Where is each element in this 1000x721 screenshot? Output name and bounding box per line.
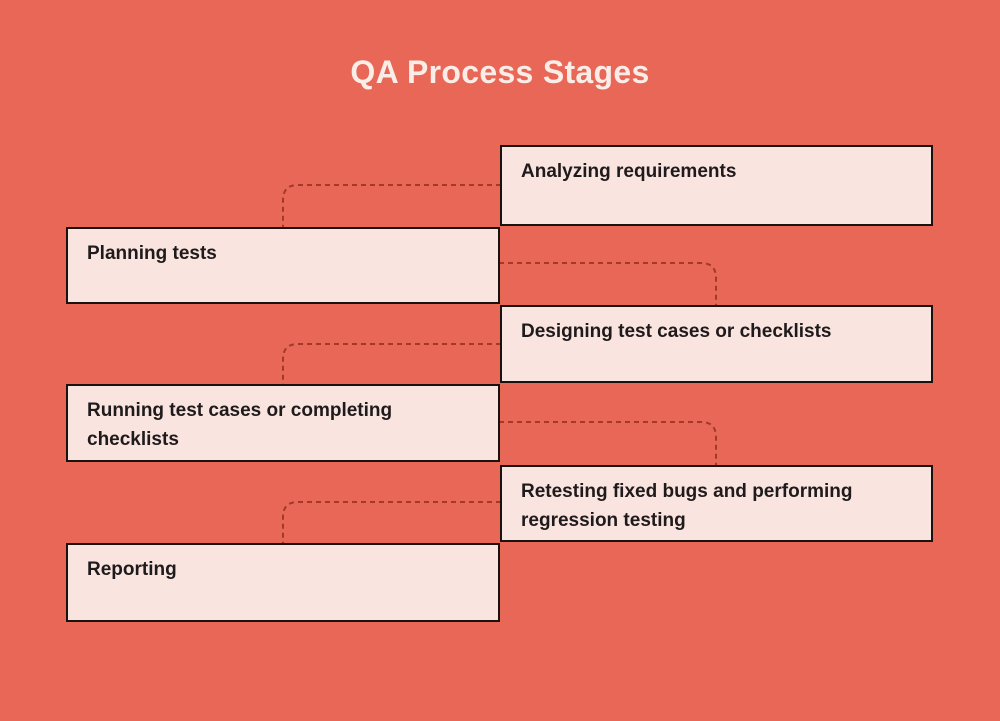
stage-box-designing-test-cases: Designing test cases or checklists [500,305,933,383]
stage-label: Designing test cases or checklists [521,321,832,342]
stage-box-retesting-fixed-bugs: Retesting fixed bugs and performing regr… [500,465,933,542]
connector-retesting-to-reporting [282,501,501,543]
stage-box-running-test-cases: Running test cases or completing checkli… [66,384,500,462]
stage-label: Planning tests [87,243,217,264]
connector-designing-to-running [282,343,501,384]
connector-planning-to-designing [499,262,717,305]
stage-label: Reporting [87,559,177,580]
stage-label: Retesting fixed bugs and performing regr… [521,481,853,531]
stage-label: Analyzing requirements [521,161,737,182]
connector-analyzing-to-planning [282,184,501,227]
connector-running-to-retesting [499,421,717,465]
stage-box-reporting: Reporting [66,543,500,622]
page-title: QA Process Stages [350,54,650,90]
stage-box-planning-tests: Planning tests [66,227,500,304]
stage-box-analyzing-requirements: Analyzing requirements [500,145,933,226]
stage-label: Running test cases or completing checkli… [87,400,393,450]
